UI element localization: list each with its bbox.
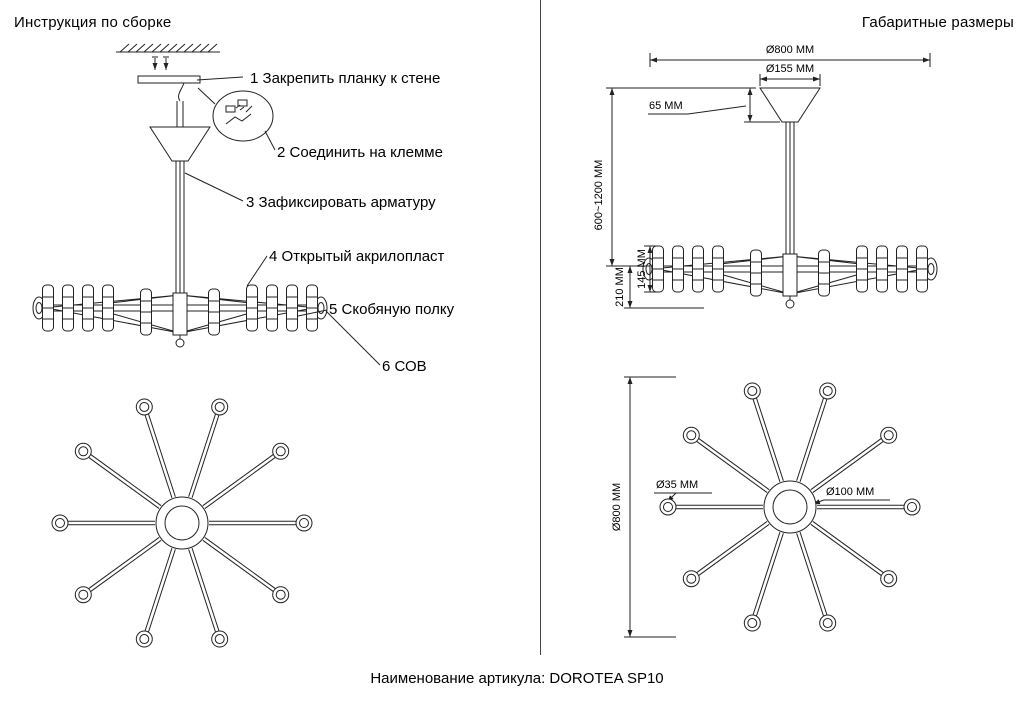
right-panel-title: Габаритные размеры xyxy=(861,14,1014,31)
assembly-step-1: 1 Закрепить планку к стене xyxy=(250,70,441,87)
dim-end-circle-diameter: Ø35 ММ xyxy=(656,479,699,491)
terminal-detail-circle xyxy=(197,87,274,142)
dim-canopy-height: 65 ММ xyxy=(649,100,683,112)
assembly-step-6: 6 СОВ xyxy=(382,358,427,375)
dim-suspension-height: 600~1200 ММ xyxy=(593,159,605,231)
panel-divider xyxy=(540,0,541,655)
chandelier-top-view-left xyxy=(51,398,313,648)
assembly-step-4: 4 Открытый акрилопласт xyxy=(269,248,445,265)
left-panel-title: Инструкция по сборке xyxy=(14,14,172,31)
dimension-lines xyxy=(606,53,931,638)
chandelier-side-view-right xyxy=(643,88,937,308)
dim-frame-height: 210 ММ xyxy=(614,267,626,307)
assembly-step-5: 5 Скобяную полку xyxy=(329,301,455,318)
dim-shade-height: 145 ММ xyxy=(636,249,648,289)
ceiling-mount-drawing xyxy=(116,43,220,127)
dim-overall-diameter-bottom: Ø800 ММ xyxy=(611,482,623,532)
assembly-step-2: 2 Соединить на клемме xyxy=(277,144,443,161)
dim-canopy-diameter: Ø155 ММ xyxy=(765,63,815,75)
dim-hub-diameter: Ø100 ММ xyxy=(826,486,875,498)
dim-overall-diameter-top: Ø800 ММ xyxy=(765,44,815,56)
chandelier-top-view-right xyxy=(659,382,921,632)
assembly-step-3: 3 Зафиксировать арматуру xyxy=(246,194,436,211)
callout-lines xyxy=(184,76,381,366)
article-name: Наименование артикула: DOROTEA SP10 xyxy=(370,670,664,687)
